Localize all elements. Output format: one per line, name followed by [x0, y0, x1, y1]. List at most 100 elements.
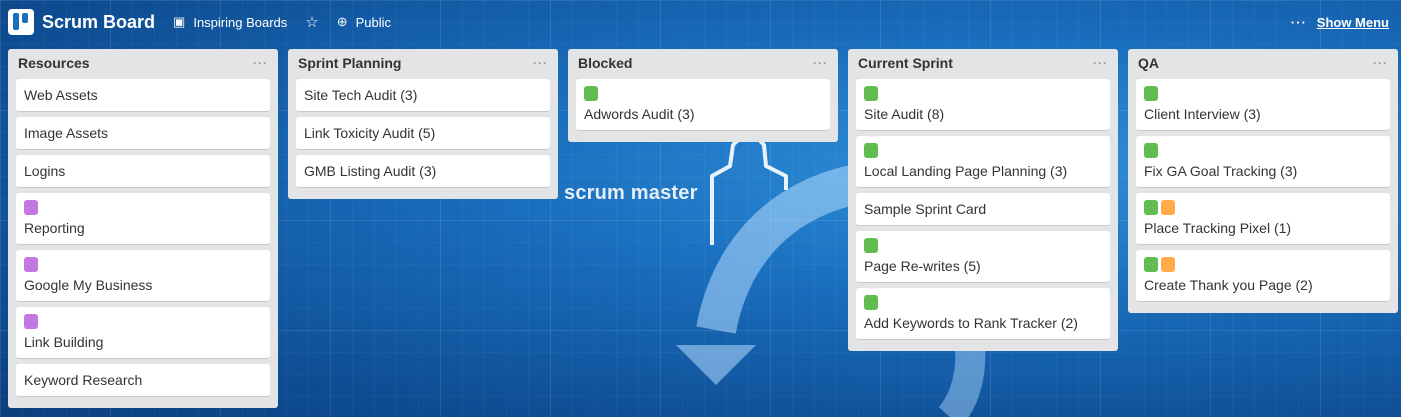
card[interactable]: Site Audit (8): [856, 79, 1110, 131]
card[interactable]: Link Building: [16, 307, 270, 359]
card-title: Add Keywords to Rank Tracker (2): [864, 315, 1078, 331]
list-qa[interactable]: QA ··· Client Interview (3) Fix GA Goal Tra…: [1128, 49, 1398, 313]
team-label: Inspiring Boards: [193, 14, 288, 30]
card[interactable]: Reporting: [16, 193, 270, 245]
label-orange: [1161, 257, 1175, 272]
list-header: Resources ···: [16, 49, 270, 77]
list-header: Blocked ···: [576, 49, 830, 77]
list-header: Current Sprint ···: [856, 49, 1110, 77]
board-title[interactable]: Scrum Board: [42, 11, 156, 32]
list-header: QA ···: [1136, 49, 1390, 77]
card[interactable]: GMB Listing Audit (3): [296, 155, 550, 188]
card[interactable]: Local Landing Page Planning (3): [856, 136, 1110, 188]
list-sprint-planning[interactable]: Sprint Planning ··· Site Tech Audit (3) Lin…: [288, 49, 558, 199]
more-icon: ···: [1290, 15, 1307, 30]
label-purple: [24, 257, 38, 272]
label-green: [1144, 86, 1158, 101]
board-header: Scrum Board ▣ Inspiring Boards ☆ ⊕ Publi…: [0, 0, 1401, 44]
card-title: Web Assets: [24, 87, 98, 103]
card[interactable]: Web Assets: [16, 79, 270, 112]
card[interactable]: Keyword Research: [16, 364, 270, 397]
list-menu-icon[interactable]: ···: [533, 56, 548, 70]
list-header: Sprint Planning ···: [296, 49, 550, 77]
background-caption: scrum master: [564, 182, 698, 204]
card-title: Client Interview (3): [1144, 106, 1261, 122]
card-title: GMB Listing Audit (3): [304, 163, 437, 179]
list-title[interactable]: QA: [1138, 55, 1159, 71]
card-labels: [24, 314, 262, 329]
card-labels: [584, 86, 822, 101]
label-green: [1144, 200, 1158, 215]
card-title: Site Audit (8): [864, 106, 945, 122]
list-menu-icon[interactable]: ···: [813, 56, 828, 70]
show-menu-label: Show Menu: [1316, 15, 1389, 30]
card-labels: [1144, 143, 1382, 158]
label-orange: [1161, 200, 1175, 215]
card-labels: [1144, 200, 1382, 215]
label-green: [1144, 257, 1158, 272]
card-title: Google My Business: [24, 277, 153, 293]
card[interactable]: Site Tech Audit (3): [296, 79, 550, 112]
team-icon: ▣: [173, 14, 186, 29]
card-labels: [1144, 257, 1382, 272]
card[interactable]: Add Keywords to Rank Tracker (2): [856, 288, 1110, 340]
card-labels: [1144, 86, 1382, 101]
list-menu-icon[interactable]: ···: [1373, 56, 1388, 70]
card-title: Sample Sprint Card: [864, 201, 987, 217]
card[interactable]: Place Tracking Pixel (1): [1136, 193, 1390, 245]
list-title[interactable]: Current Sprint: [858, 55, 953, 71]
trello-logo-icon[interactable]: [8, 9, 34, 35]
globe-icon: ⊕: [336, 14, 348, 29]
card-labels: [864, 295, 1102, 310]
label-green: [864, 295, 878, 310]
card[interactable]: Client Interview (3): [1136, 79, 1390, 131]
card-title: Site Tech Audit (3): [304, 87, 418, 103]
card[interactable]: Adwords Audit (3): [576, 79, 830, 131]
card-labels: [864, 143, 1102, 158]
card-labels: [864, 238, 1102, 253]
visibility-button[interactable]: ⊕ Public: [337, 14, 391, 30]
label-green: [864, 86, 878, 101]
card-title: Link Building: [24, 334, 104, 350]
card-title: Local Landing Page Planning (3): [864, 163, 1068, 179]
card[interactable]: Logins: [16, 155, 270, 188]
list-menu-icon[interactable]: ···: [253, 56, 268, 70]
card-title: Link Toxicity Audit (5): [304, 125, 436, 141]
card-title: Image Assets: [24, 125, 109, 141]
card-title: Create Thank you Page (2): [1144, 277, 1313, 293]
visibility-label: Public: [355, 14, 392, 30]
card-title: Adwords Audit (3): [584, 106, 695, 122]
card-title: Keyword Research: [24, 372, 143, 388]
label-green: [584, 86, 598, 101]
list-blocked[interactable]: Blocked ··· Adwords Audit (3): [568, 49, 838, 142]
card[interactable]: Page Re-writes (5): [856, 231, 1110, 283]
list-current-sprint[interactable]: Current Sprint ··· Site Audit (8) Local Lan…: [848, 49, 1118, 351]
card-title: Reporting: [24, 220, 85, 236]
card-title: Place Tracking Pixel (1): [1144, 220, 1292, 236]
card[interactable]: Fix GA Goal Tracking (3): [1136, 136, 1390, 188]
card[interactable]: Sample Sprint Card: [856, 193, 1110, 226]
card-title: Page Re-writes (5): [864, 258, 981, 274]
list-menu-icon[interactable]: ···: [1093, 56, 1108, 70]
list-title[interactable]: Blocked: [578, 55, 633, 71]
card[interactable]: Create Thank you Page (2): [1136, 250, 1390, 302]
label-purple: [24, 200, 38, 215]
card-labels: [864, 86, 1102, 101]
card-title: Logins: [24, 163, 66, 179]
star-icon[interactable]: ☆: [305, 14, 319, 31]
card-labels: [24, 257, 262, 272]
card[interactable]: Google My Business: [16, 250, 270, 302]
label-green: [864, 238, 878, 253]
label-green: [1144, 143, 1158, 158]
list-title[interactable]: Sprint Planning: [298, 55, 402, 71]
card[interactable]: Image Assets: [16, 117, 270, 150]
label-purple: [24, 314, 38, 329]
card[interactable]: Link Toxicity Audit (5): [296, 117, 550, 150]
label-green: [864, 143, 878, 158]
list-title[interactable]: Resources: [18, 55, 90, 71]
show-menu-button[interactable]: ··· Show Menu: [1291, 15, 1389, 30]
team-button[interactable]: ▣ Inspiring Boards: [173, 14, 287, 30]
card-labels: [24, 200, 262, 215]
card-title: Fix GA Goal Tracking (3): [1144, 163, 1298, 179]
